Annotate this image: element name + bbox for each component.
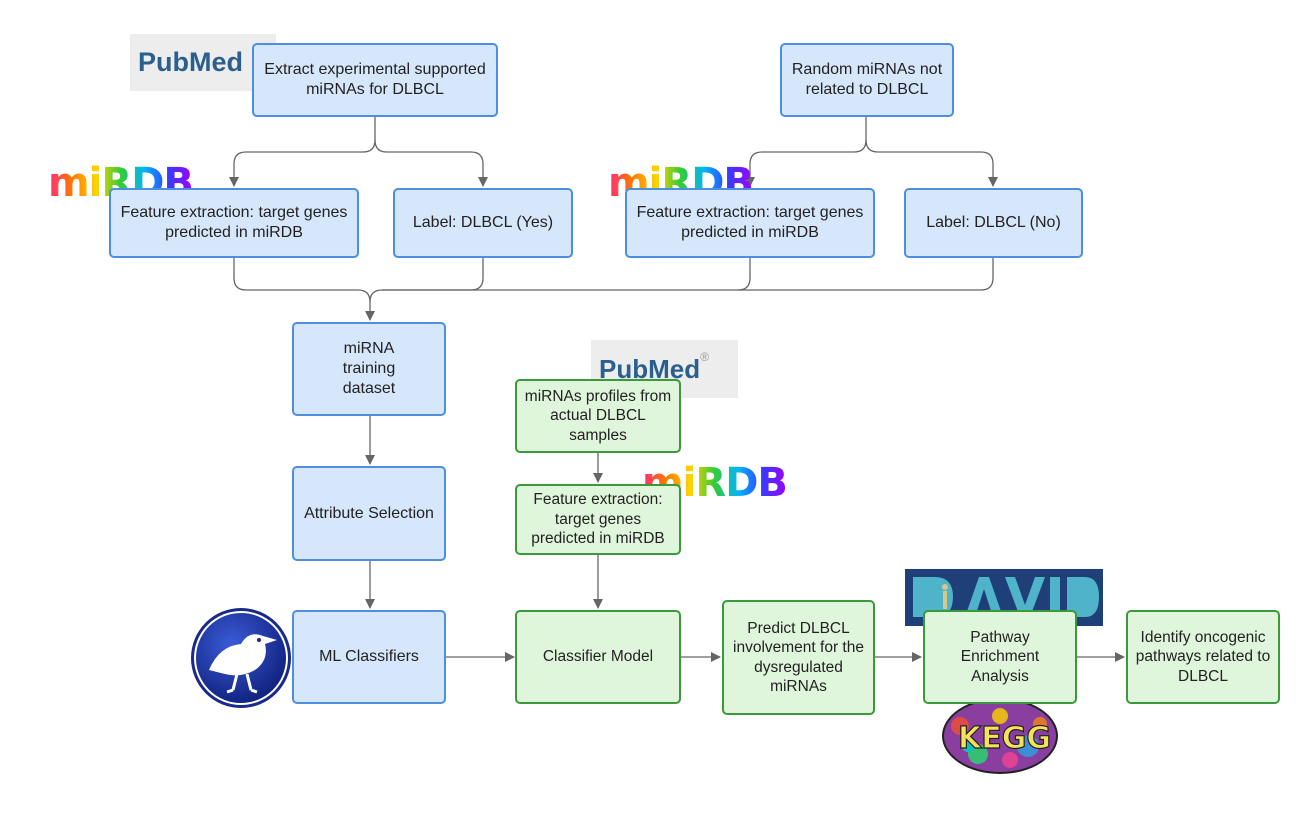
connector-feature2-merge xyxy=(382,258,751,291)
label-yes-node: Label: DLBCL (Yes) xyxy=(393,188,573,258)
identify-pathways-node: Identify oncogenic pathways related to D… xyxy=(1126,610,1280,704)
connector-random-to-feature2 xyxy=(745,117,867,187)
pathway-enrichment-node: Pathway Enrichment Analysis xyxy=(923,610,1077,704)
feature-extraction-node-3: Feature extraction: target genes predict… xyxy=(515,484,681,555)
feature-extraction-node-2: Feature extraction: target genes predict… xyxy=(625,188,875,258)
connector-label-yes-merge xyxy=(369,258,484,303)
pubmed-logo-top: PubMed xyxy=(130,34,276,91)
training-dataset-node: miRNA training dataset xyxy=(292,322,446,416)
feature-extraction-node-1: Feature extraction: target genes predict… xyxy=(109,188,359,258)
connector-extract-to-feature1 xyxy=(229,117,376,187)
connector-extract-to-label-yes xyxy=(374,139,488,187)
connector-label-no-merge xyxy=(738,258,994,291)
connector-random-to-label-no xyxy=(865,139,998,187)
mirna-profiles-node: miRNAs profiles from actual DLBCL sample… xyxy=(515,379,681,453)
label-no-node: Label: DLBCL (No) xyxy=(904,188,1083,258)
connector-feature1-merge xyxy=(233,258,375,321)
predict-dlbcl-node: Predict DLBCL involvement for the dysreg… xyxy=(722,600,875,715)
weka-bird-icon xyxy=(191,608,291,708)
random-mirnas-node: Random miRNAs not related to DLBCL xyxy=(780,43,954,117)
ml-classifiers-node: ML Classifiers xyxy=(292,610,446,704)
attribute-selection-node: Attribute Selection xyxy=(292,466,446,561)
classifier-model-node: Classifier Model xyxy=(515,610,681,704)
kegg-logo-icon: KEGG xyxy=(942,698,1058,774)
kegg-logo-text: KEGG xyxy=(958,721,1051,756)
extract-mirnas-node: Extract experimental supported miRNAs fo… xyxy=(252,43,498,117)
